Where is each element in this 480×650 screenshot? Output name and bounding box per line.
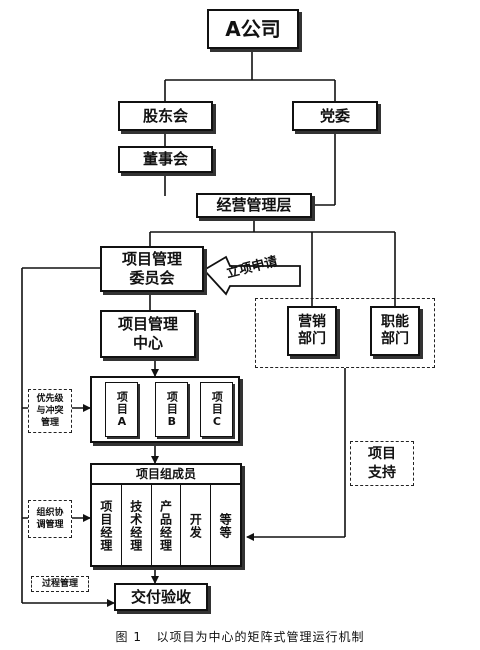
- team-member: 技术经理: [122, 485, 152, 567]
- team-member: 开发: [181, 485, 212, 567]
- project-c-label: 项目C: [210, 390, 224, 429]
- project-a: 项目A: [105, 382, 138, 437]
- delivery-node: 交付验收: [114, 583, 208, 611]
- coordination-label-text: 组织协 调管理: [36, 507, 64, 530]
- shareholders-label: 股东会: [142, 106, 188, 125]
- project-a-label: 项目A: [115, 390, 129, 429]
- project-c: 项目C: [200, 382, 233, 437]
- sales-dept-label: 营销 部门: [298, 313, 326, 348]
- delivery-label: 交付验收: [130, 587, 191, 606]
- board-node: 董事会: [118, 146, 213, 173]
- departments-group: [255, 298, 435, 368]
- pm-committee-label: 项目管理 委员会: [121, 250, 182, 287]
- management-label: 经营管理层: [216, 196, 292, 215]
- support-label: 项目 支持: [350, 441, 414, 486]
- support-label-text: 项目 支持: [368, 445, 396, 481]
- party-committee-label: 党委: [319, 106, 350, 125]
- shareholders-node: 股东会: [118, 101, 213, 131]
- figure-caption: 图 1 以项目为中心的矩阵式管理运行机制: [115, 630, 365, 644]
- team-member: 等等: [218, 513, 233, 539]
- priority-label-text: 优先级 与冲突 管理: [36, 393, 64, 429]
- pm-committee-node: 项目管理 委员会: [100, 246, 204, 292]
- board-label: 董事会: [142, 150, 188, 169]
- pm-center-node: 项目管理 中心: [100, 310, 196, 358]
- process-label: 过程管理: [31, 576, 89, 592]
- sales-dept-node: 营销 部门: [287, 306, 337, 356]
- team-group: 项目组成员 项目经理 技术经理 产品经理 开发 等等: [90, 463, 242, 567]
- functional-dept-node: 职能 部门: [370, 306, 420, 356]
- process-label-text: 过程管理: [41, 578, 78, 589]
- team-title: 项目组成员: [92, 465, 240, 485]
- team-member: 产品经理: [152, 485, 182, 567]
- functional-dept-label: 职能 部门: [381, 313, 409, 348]
- team-member: 项目经理: [92, 485, 122, 567]
- coordination-label: 组织协 调管理: [28, 500, 72, 538]
- priority-label: 优先级 与冲突 管理: [28, 389, 72, 433]
- company-node: A公司: [207, 9, 299, 49]
- company-label: A公司: [225, 16, 281, 41]
- pm-center-label: 项目管理 中心: [117, 315, 178, 352]
- party-committee-node: 党委: [292, 101, 378, 131]
- management-node: 经营管理层: [196, 193, 312, 218]
- team-members-row: 项目经理 技术经理 产品经理 开发 等等: [92, 485, 240, 567]
- project-b: 项目B: [155, 382, 188, 437]
- project-b-label: 项目B: [165, 390, 179, 429]
